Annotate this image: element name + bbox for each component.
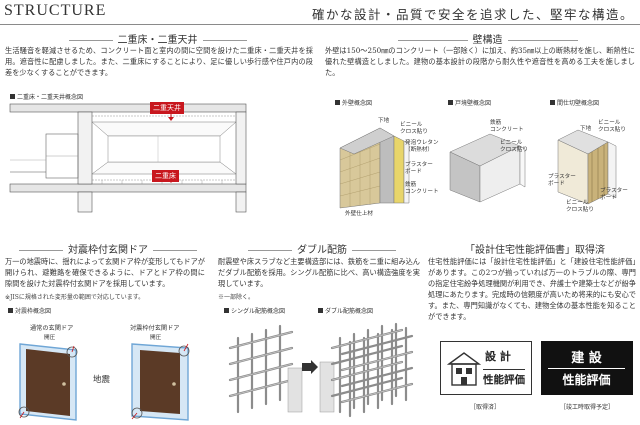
tag-double-ceiling: 二重天井 [150, 102, 184, 114]
exterior-wall-diagram [339, 127, 410, 209]
house-icon [446, 352, 482, 386]
design-logo-top: 設 計 [485, 350, 511, 363]
page-tagline: 確かな設計・品質で安全を追求した、堅牢な構造。 [311, 7, 634, 22]
rebar-title: ダブル配筋 [222, 241, 422, 256]
partition-wall-caption: 戸境壁概念図 [448, 98, 491, 107]
door-seismic-sub: 開圧 [150, 335, 162, 341]
int-label-plaster-right: プラスター ボード [600, 188, 628, 201]
header-divider [0, 24, 640, 25]
rebar-arrow-icon [302, 360, 318, 374]
double-floor-diagram [9, 103, 247, 213]
rebar-body: 耐震壁や床スラブなど主要構造部には、鉄筋を二重に組み込んだダブル配筋を採用。シン… [218, 257, 420, 288]
double-floor-body: 生活騒音を軽減させるため、コンクリート面と室内の間に空間を設けた二重床・二重天井… [5, 46, 313, 77]
quake-label: 地震 [93, 375, 111, 385]
ext-label-plaster: プラスター ボード [405, 162, 433, 175]
rating-title: 「設計住宅性能評価書」取得済 [465, 245, 605, 256]
interior-wall-caption: 間仕切壁概念図 [550, 98, 599, 107]
door-note: ※JISに規格された変形量の範囲で対応しています。 [5, 294, 145, 301]
wall-body: 外壁は150～250㎜のコンクリート（一部除く）に加え、約35㎜以上の断熱材を施… [325, 46, 635, 77]
design-rating-caption: ［取得済］ [470, 404, 501, 411]
interior-wall-diagram [557, 129, 617, 205]
single-rebar-diagram [228, 324, 303, 414]
door-normal-label: 通常の玄関ドア [30, 325, 74, 332]
partition-wall-diagram [449, 133, 526, 203]
int-label-wood: 下地 [580, 126, 592, 132]
door-normal-diagram [18, 343, 78, 421]
door-seismic-diagram [131, 343, 190, 421]
double-rebar-diagram [319, 322, 414, 418]
page-header: STRUCTURE 確かな設計・品質で安全を追求した、堅牢な構造。 [0, 0, 640, 26]
single-rebar-caption: シングル配筋概念図 [224, 306, 285, 315]
double-floor-title: 二重床・二重天井 [60, 31, 255, 46]
ext-label-wood: 下地 [378, 118, 390, 124]
rating-body: 住宅性能評価には「設計住宅性能評価」と「建設住宅性能評価」があります。この2つが… [428, 257, 636, 321]
door-normal-sub: 開圧 [44, 335, 56, 341]
design-logo-bottom: 性能評価 [483, 369, 525, 387]
int-label-vinyl-right: ビニール クロス貼り [598, 120, 626, 133]
part-label-vinyl: ビニール クロス貼り [500, 140, 528, 153]
door-body: 万一の地震時に、揺れによって玄関ドア枠が変形してもドアが開けられ、避難路を確保で… [5, 257, 205, 288]
rebar-note: ※一部除く。 [218, 294, 255, 301]
door-title: 対震枠付玄関ドア [8, 241, 208, 256]
ext-label-rebar: 鉄筋 コンクリート [405, 182, 439, 195]
ext-label-vinyl: ビニール クロス貼り [400, 122, 428, 135]
ext-label-urethane: 発泡ウレタン （断熱材） [405, 140, 439, 153]
double-rebar-caption: ダブル配筋概念図 [318, 306, 373, 315]
door-diagram-caption: 対震枠概念図 [8, 306, 51, 315]
build-rating-logo: 建 設 性能評価 [541, 341, 633, 395]
int-label-plaster-left: プラスター ボード [548, 174, 576, 187]
ext-label-tile: 外壁仕上材 [345, 211, 373, 217]
tag-double-floor: 二重床 [152, 170, 179, 182]
design-rating-logo: 設 計 性能評価 [440, 341, 532, 395]
build-logo-bottom: 性能評価 [548, 368, 625, 388]
part-label-rebar: 鉄筋 コンクリート [490, 120, 524, 133]
door-seismic-label: 対震枠付玄関ドア [130, 325, 180, 332]
page-title: STRUCTURE [4, 2, 107, 19]
exterior-wall-caption: 外壁概念図 [335, 98, 372, 107]
double-floor-diagram-caption: 二重床・二重天井概念図 [10, 92, 83, 101]
build-rating-caption: ［竣工時取得予定］ [560, 404, 615, 411]
wall-title: 壁構造 [375, 31, 600, 46]
build-logo-top: 建 設 [571, 351, 602, 366]
int-label-vinyl-left: ビニール クロス貼り [566, 200, 594, 213]
